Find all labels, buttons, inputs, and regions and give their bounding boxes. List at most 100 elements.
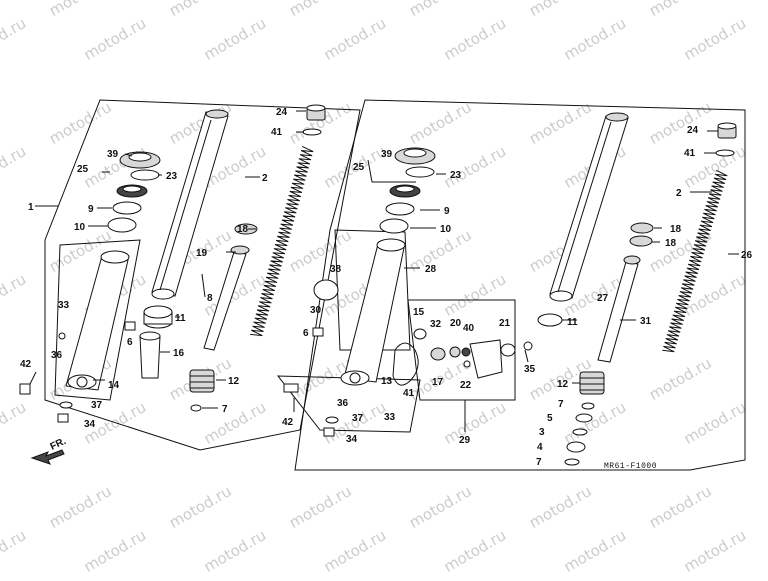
callout-36a: 36 (51, 350, 63, 361)
callout-10b: 10 (440, 224, 452, 235)
fork-slider-left (54, 239, 141, 401)
callout-24a: 24 (276, 107, 288, 118)
watermark-text: motod.ru (286, 482, 355, 532)
left-assembly-frame (44, 99, 361, 451)
callout-32: 32 (430, 319, 442, 330)
watermark-text: motod.ru (286, 226, 355, 276)
watermark-text: motod.ru (561, 398, 630, 448)
watermark-text: motod.ru (561, 14, 630, 64)
callout-24b: 24 (687, 125, 699, 136)
valve-group (407, 299, 533, 401)
watermark-text: motod.ru (681, 270, 750, 320)
callout-23a: 23 (166, 171, 178, 182)
watermark-text: motod.ru (321, 14, 390, 64)
front-arrow-icon (30, 449, 65, 465)
callout-18a: 18 (237, 224, 249, 235)
callout-9b: 9 (444, 206, 450, 217)
watermark-text: motod.ru (0, 526, 29, 576)
callout-7b: 7 (558, 399, 564, 410)
watermark-text: motod.ru (441, 14, 510, 64)
callout-40: 40 (463, 323, 475, 334)
watermark-text: motod.ru (441, 398, 510, 448)
watermark-text: motod.ru (0, 270, 29, 320)
watermark-text: motod.ru (81, 526, 150, 576)
washer-37-left (59, 401, 73, 409)
left-leaders (29, 110, 306, 409)
rebound-spring-left (189, 369, 215, 412)
callout-8: 8 (207, 293, 213, 304)
callout-17: 17 (432, 377, 444, 388)
callout-2b: 2 (676, 188, 682, 199)
callout-42b: 42 (282, 417, 294, 428)
watermark-text: motod.ru (201, 14, 270, 64)
damper-rod-right (597, 255, 641, 363)
watermark-text: motod.ru (0, 398, 29, 448)
front-direction-label: FR. (49, 436, 68, 453)
callout-6a: 6 (127, 337, 133, 348)
callout-33b: 33 (384, 412, 396, 423)
callout-34a: 34 (84, 419, 96, 430)
callout-41c: 41 (684, 148, 696, 159)
callout-16: 16 (173, 348, 185, 359)
seal-stack-right (379, 147, 436, 234)
fork-cap-bolt-left (302, 104, 326, 136)
right-leaders (293, 130, 739, 432)
callout-18b: 18 (670, 224, 682, 235)
callout-6b: 6 (303, 328, 309, 339)
watermark-text: motod.ru (286, 0, 355, 20)
watermark-text: motod.ru (441, 526, 510, 576)
callout-18c: 18 (665, 238, 677, 249)
watermark-text: motod.ru (81, 14, 150, 64)
callout-14: 14 (108, 380, 120, 391)
watermark-text: motod.ru (526, 0, 595, 20)
callout-5: 5 (547, 413, 553, 424)
washer-37-right (325, 416, 339, 424)
watermark-text: motod.ru (166, 482, 235, 532)
washer-18-right-b (629, 235, 653, 247)
fork-tube-right (549, 112, 629, 302)
watermark-text: motod.ru (441, 270, 510, 320)
callout-37b: 37 (352, 413, 364, 424)
callout-11a: 11 (175, 313, 186, 324)
watermark-text: motod.ru (0, 142, 29, 192)
rebound-spring-right (564, 371, 605, 466)
callout-31: 31 (640, 316, 652, 327)
clip-6-right (312, 327, 324, 337)
watermark-text: motod.ru (321, 526, 390, 576)
watermark-text: motod.ru (406, 482, 475, 532)
bolt-42-left (19, 383, 31, 395)
spring-left (250, 145, 314, 337)
bolt-36-left (58, 332, 66, 340)
callout-2a: 2 (262, 173, 268, 184)
callout-10a: 10 (74, 222, 86, 233)
spring-right (662, 169, 728, 353)
callout-11b: 11 (567, 317, 578, 328)
left-assembly (19, 99, 361, 451)
callout-28: 28 (425, 264, 437, 275)
callout-38: 38 (330, 264, 342, 275)
slider-sub-frame (54, 239, 141, 401)
watermark-text: motod.ru (526, 482, 595, 532)
watermark-text: motod.ru (201, 526, 270, 576)
watermark-text: motod.ru (646, 98, 715, 148)
watermark-text: motod.ru (681, 398, 750, 448)
watermark-text: motod.ru (561, 526, 630, 576)
callout-21: 21 (499, 318, 511, 329)
fork-cap-bolt-right (715, 122, 737, 157)
callout-35: 35 (524, 364, 536, 375)
watermark-text: motod.ru (646, 354, 715, 404)
washer-18-right-a (630, 222, 654, 234)
washer-18-left (234, 223, 258, 235)
callout-15: 15 (413, 307, 425, 318)
callout-34b: 34 (346, 434, 358, 445)
watermark-text: motod.ru (681, 14, 750, 64)
watermark-text: motod.ru (646, 482, 715, 532)
slide-bushing-left (139, 305, 173, 379)
callout-4: 4 (537, 442, 543, 453)
bolt-42-right (283, 383, 299, 393)
callout-42a: 42 (20, 359, 32, 370)
callout-1: 1 (28, 202, 34, 213)
callout-20: 20 (450, 318, 462, 329)
callout-labels: 1 2 2 3 4 5 6 6 7 7 7 8 9 9 10 10 11 11 … (20, 107, 753, 468)
